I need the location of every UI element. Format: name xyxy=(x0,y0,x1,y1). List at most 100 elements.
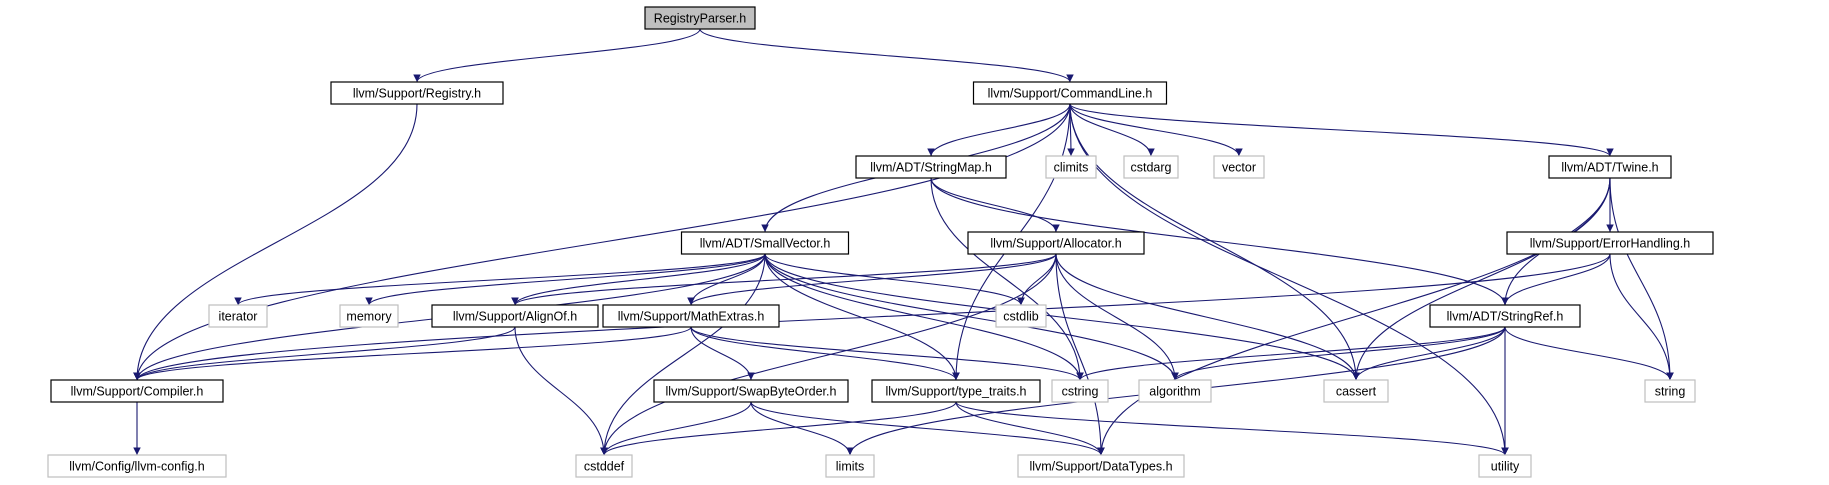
node-allocator[interactable]: llvm/Support/Allocator.h xyxy=(967,231,1145,255)
edge-smallvector-to-cstdlib xyxy=(764,253,1025,306)
node-registry[interactable]: llvm/Support/Registry.h xyxy=(330,81,504,105)
edge-mathextras-to-compiler xyxy=(133,326,692,381)
edge-stringref-to-string xyxy=(1504,326,1674,381)
edge-registryparser-to-registry xyxy=(413,28,701,83)
node-box-registry xyxy=(330,81,504,105)
node-box-cstdarg xyxy=(1123,155,1179,179)
node-commandline[interactable]: llvm/Support/CommandLine.h xyxy=(972,81,1168,105)
node-datatypes: llvm/Support/DataTypes.h xyxy=(1017,454,1185,478)
node-label-limits: limits xyxy=(836,460,864,474)
node-label-smallvector: llvm/ADT/SmallVector.h xyxy=(700,237,831,251)
edge-allocator-to-cstdlib xyxy=(1017,253,1057,306)
node-box-errorhandling xyxy=(1506,231,1714,255)
node-box-alignof xyxy=(431,304,599,328)
edges-layer xyxy=(133,28,1674,456)
edge-commandline-to-cassert xyxy=(1069,103,1360,381)
node-memory: memory xyxy=(339,304,399,328)
edge-stringmap-to-cstring xyxy=(930,177,1084,381)
edge-commandline-to-compiler xyxy=(133,103,1071,381)
node-label-registryparser: RegistryParser.h xyxy=(654,12,746,26)
node-label-twine: llvm/ADT/Twine.h xyxy=(1561,161,1658,175)
edge-mathextras-to-swapbyteorder xyxy=(690,326,755,381)
edge-mathextras-to-typetraits xyxy=(690,326,960,381)
edge-allocator-to-cassert xyxy=(1055,253,1360,381)
node-box-commandline xyxy=(972,81,1168,105)
node-label-errorhandling: llvm/Support/ErrorHandling.h xyxy=(1530,237,1691,251)
node-label-utility: utility xyxy=(1491,460,1520,474)
node-box-swapbyteorder xyxy=(653,379,849,403)
node-cstdarg: cstdarg xyxy=(1123,155,1179,179)
edge-alignof-to-compiler xyxy=(133,326,516,381)
node-box-cassert xyxy=(1323,379,1389,403)
edge-allocator-to-algorithm xyxy=(1055,253,1179,381)
edge-twine-to-string xyxy=(1609,177,1674,381)
node-label-memory: memory xyxy=(346,310,392,324)
edge-smallvector-to-cassert xyxy=(764,253,1360,381)
node-box-datatypes xyxy=(1017,454,1185,478)
edge-mathextras-to-cstring xyxy=(690,326,1084,381)
node-label-compiler: llvm/Support/Compiler.h xyxy=(71,385,204,399)
node-registryparser[interactable]: RegistryParser.h xyxy=(644,6,756,30)
edge-swapbyteorder-to-limits xyxy=(750,401,854,456)
edge-twine-to-cassert xyxy=(1352,177,1611,381)
node-utility: utility xyxy=(1478,454,1532,478)
node-cstddef: cstddef xyxy=(575,454,633,478)
node-label-stringref: llvm/ADT/StringRef.h xyxy=(1447,310,1564,324)
node-box-iterator xyxy=(208,304,268,328)
node-smallvector[interactable]: llvm/ADT/SmallVector.h xyxy=(680,231,850,255)
node-box-limits xyxy=(825,454,875,478)
node-algorithm: algorithm xyxy=(1138,379,1212,403)
node-label-llvmconfig: llvm/Config/llvm-config.h xyxy=(69,460,205,474)
node-errorhandling[interactable]: llvm/Support/ErrorHandling.h xyxy=(1506,231,1714,255)
edge-stringref-to-algorithm xyxy=(1171,326,1506,381)
node-label-stringmap: llvm/ADT/StringMap.h xyxy=(870,161,992,175)
node-box-registryparser xyxy=(644,6,756,30)
node-llvmconfig: llvm/Config/llvm-config.h xyxy=(47,454,227,478)
node-swapbyteorder[interactable]: llvm/Support/SwapByteOrder.h xyxy=(653,379,849,403)
node-label-cstddef: cstddef xyxy=(584,460,625,474)
edge-commandline-to-stringmap xyxy=(927,103,1071,157)
node-label-vector: vector xyxy=(1222,161,1256,175)
node-mathextras[interactable]: llvm/Support/MathExtras.h xyxy=(602,304,780,328)
node-compiler[interactable]: llvm/Support/Compiler.h xyxy=(50,379,224,403)
node-label-iterator: iterator xyxy=(219,310,258,324)
edge-commandline-to-twine xyxy=(1069,103,1614,157)
node-box-cstddef xyxy=(575,454,633,478)
node-label-datatypes: llvm/Support/DataTypes.h xyxy=(1029,460,1172,474)
node-label-commandline: llvm/Support/CommandLine.h xyxy=(988,87,1153,101)
edge-smallvector-to-cstring xyxy=(764,253,1084,381)
node-label-swapbyteorder: llvm/Support/SwapByteOrder.h xyxy=(666,385,837,399)
node-label-algorithm: algorithm xyxy=(1149,385,1200,399)
node-stringref[interactable]: llvm/ADT/StringRef.h xyxy=(1429,304,1581,328)
node-typetraits[interactable]: llvm/Support/type_traits.h xyxy=(871,379,1041,403)
node-box-allocator xyxy=(967,231,1145,255)
edge-smallvector-to-cstddef xyxy=(600,253,766,456)
edge-smallvector-to-algorithm xyxy=(764,253,1179,381)
node-box-stringref xyxy=(1429,304,1581,328)
edge-errorhandling-to-string xyxy=(1609,253,1674,381)
nodes-layer: RegistryParser.h llvm/Support/Registry.h l… xyxy=(47,6,1714,478)
node-box-algorithm xyxy=(1138,379,1212,403)
edge-smallvector-to-memory xyxy=(365,253,766,306)
edge-smallvector-to-iterator xyxy=(234,253,766,306)
node-cstring: cstring xyxy=(1051,379,1109,403)
node-box-compiler xyxy=(50,379,224,403)
node-vector: vector xyxy=(1213,155,1265,179)
node-label-string: string xyxy=(1655,385,1686,399)
edge-commandline-to-vector xyxy=(1069,103,1243,157)
edge-stringref-to-cassert xyxy=(1352,326,1506,381)
edge-swapbyteorder-to-cstddef xyxy=(600,401,752,456)
node-alignof[interactable]: llvm/Support/AlignOf.h xyxy=(431,304,599,328)
node-label-cstdlib: cstdlib xyxy=(1003,310,1038,324)
edge-errorhandling-to-compiler xyxy=(133,253,1611,381)
edge-registry-to-compiler xyxy=(133,103,418,381)
node-box-cstdlib xyxy=(995,304,1047,328)
edge-registryparser-to-commandline xyxy=(699,28,1074,83)
node-climits: climits xyxy=(1045,155,1097,179)
node-twine[interactable]: llvm/ADT/Twine.h xyxy=(1548,155,1672,179)
edge-stringref-to-cstring xyxy=(1076,326,1506,381)
edge-allocator-to-mathextras xyxy=(687,253,1057,306)
node-string: string xyxy=(1644,379,1696,403)
node-stringmap[interactable]: llvm/ADT/StringMap.h xyxy=(855,155,1007,179)
